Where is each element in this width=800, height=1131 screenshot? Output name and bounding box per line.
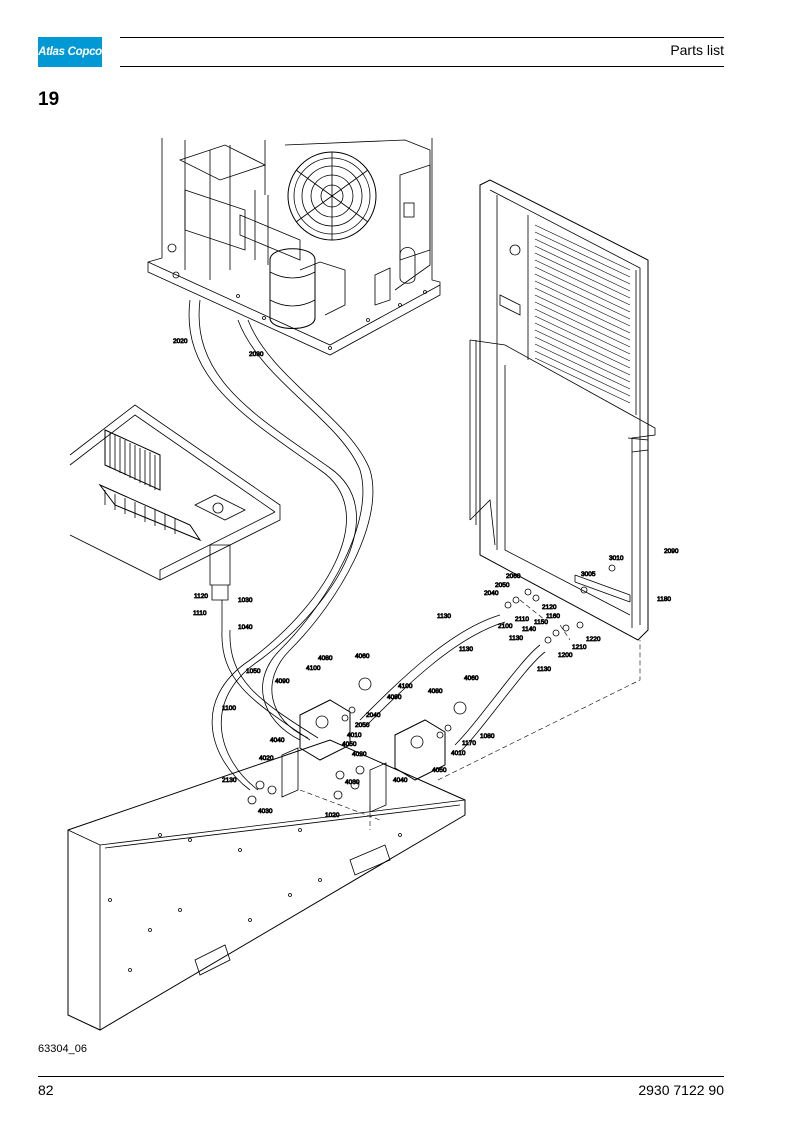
- label-4040: 4040: [393, 777, 408, 784]
- label-4060: 4060: [464, 675, 479, 682]
- label-1080: 1080: [480, 733, 495, 740]
- electrical-box: [69, 404, 281, 630]
- label-2050: 2050: [495, 582, 510, 589]
- label-1030: 1030: [238, 597, 253, 604]
- label-2030: 2030: [249, 351, 264, 358]
- label-1100: 1100: [222, 705, 236, 712]
- part-labels: 2020 2030 1120 1030 1110 1040 1050 1100 …: [173, 338, 680, 820]
- label-4010: 4050: [432, 767, 447, 774]
- label-2060: 2060: [506, 573, 521, 580]
- label-2090: 2090: [664, 548, 679, 555]
- label-4050: 4010: [347, 732, 362, 739]
- page-number: 82: [38, 1082, 54, 1098]
- label-2020: 2020: [173, 338, 188, 345]
- label-2040: 2040: [484, 590, 499, 597]
- label-1140: 1140: [522, 626, 536, 633]
- condenser-unit: [147, 138, 441, 356]
- label-2110: 2110: [515, 616, 529, 623]
- label-1110: 1110: [193, 610, 207, 617]
- label-4090: 4090: [387, 694, 402, 701]
- label-4100: 4100: [306, 665, 321, 672]
- label-1130: 1130: [537, 666, 551, 673]
- label-4080: 4080: [428, 688, 443, 695]
- label-1130: 1130: [459, 646, 473, 653]
- logo-text: Atlas Copco: [38, 46, 102, 58]
- footer-rule: [38, 1076, 724, 1077]
- header-title: Parts list: [670, 42, 724, 58]
- label-4020: 4020: [259, 755, 274, 762]
- label-3005: 3005: [581, 571, 596, 578]
- section-number: 19: [38, 89, 60, 110]
- label-1160: 1160: [546, 613, 560, 620]
- pumps: [247, 564, 616, 813]
- label-4080: 4080: [318, 655, 333, 662]
- label-4010: 4050: [342, 741, 357, 748]
- atlas-copco-logo: Atlas Copco: [38, 37, 102, 67]
- label-4100: 4100: [398, 683, 413, 690]
- label-2050: 2050: [355, 722, 370, 729]
- label-1130: 1130: [509, 635, 523, 642]
- label-1150: 1150: [534, 619, 548, 626]
- label-4030: 4030: [345, 779, 360, 786]
- frame-panel: [469, 179, 656, 641]
- label-1210: 1210: [572, 644, 587, 651]
- label-2040: 2040: [366, 712, 381, 719]
- label-3010: 3010: [609, 555, 624, 562]
- label-1020: 1020: [325, 812, 340, 819]
- label-4030: 4030: [258, 808, 273, 815]
- label-4050: 4010: [451, 750, 466, 757]
- header-rule-bottom: [120, 66, 724, 67]
- hoses: [188, 299, 546, 791]
- label-1180: 1180: [657, 596, 671, 603]
- figure-reference: 63304_06: [38, 1043, 87, 1055]
- label-1170: 1170: [462, 740, 476, 747]
- label-4060: 4060: [355, 653, 370, 660]
- label-4040: 4040: [270, 737, 285, 744]
- label-2100: 2100: [498, 623, 513, 630]
- label-4090: 4090: [275, 678, 290, 685]
- label-2120: 2120: [542, 604, 557, 611]
- label-1200: 1200: [558, 652, 573, 659]
- label-2130: 2130: [222, 777, 237, 784]
- header-rule-top: [120, 37, 724, 38]
- label-1050: 1050: [246, 668, 261, 675]
- base-plate: [67, 739, 466, 1031]
- document-number: 2930 7122 90: [638, 1082, 724, 1098]
- label-4020: 4020: [352, 751, 367, 758]
- label-1130: 1130: [437, 613, 451, 620]
- label-1220: 1220: [586, 636, 601, 643]
- reference-lines: [299, 599, 641, 830]
- label-1120: 1120: [194, 593, 208, 600]
- label-1040: 1040: [238, 624, 253, 631]
